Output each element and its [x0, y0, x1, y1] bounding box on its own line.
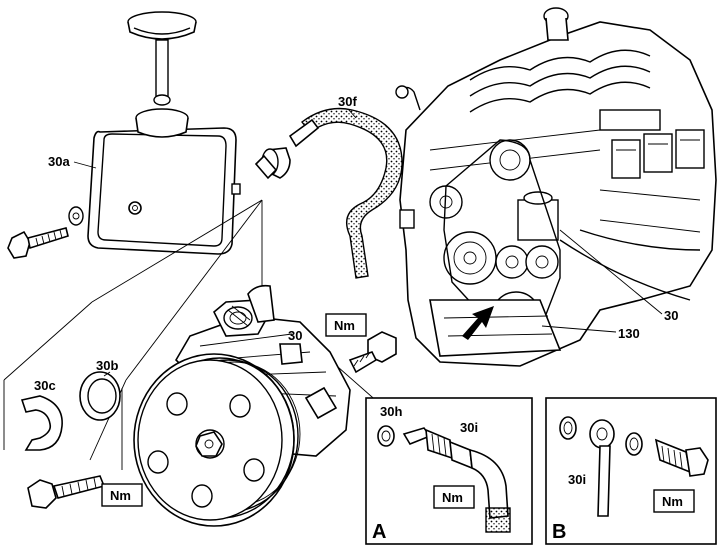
reservoir-bolt — [7, 206, 84, 259]
retaining-clip — [20, 395, 63, 451]
hose — [254, 107, 403, 279]
callout-30b: 30b — [96, 358, 118, 373]
callout-30i-b: 30i — [568, 472, 586, 487]
o-ring — [79, 371, 121, 421]
leader-30a — [73, 161, 97, 169]
callout-engine-30: 30 — [664, 308, 678, 323]
leader-30f — [347, 108, 357, 119]
callout-30h: 30h — [380, 404, 402, 419]
callout-30c: 30c — [34, 378, 56, 393]
reservoir-cap — [127, 11, 197, 106]
torque-badge-icon: Nm — [101, 483, 143, 507]
detail-panel-a — [365, 397, 533, 545]
pump-bolt — [348, 331, 397, 374]
torque-label-pump-top: Nm — [334, 318, 355, 333]
torque-badge-icon: Nm — [325, 313, 367, 337]
leader-30b — [103, 371, 111, 377]
pump-pulley — [133, 353, 301, 527]
callout-30f: 30f — [338, 94, 357, 109]
callout-30: 30 — [288, 328, 302, 343]
leader-engine-30 — [559, 229, 663, 315]
callout-130: 130 — [618, 326, 640, 341]
detail-b-letter: B — [552, 521, 566, 543]
torque-label-b: Nm — [662, 494, 683, 509]
engine-block — [395, 7, 717, 367]
reservoir-tank — [87, 108, 241, 255]
torque-label-a: Nm — [442, 490, 463, 505]
arrow-indicator-icon — [462, 306, 494, 340]
mount-bolt — [27, 475, 106, 509]
leader-engine-130 — [541, 325, 617, 333]
torque-label-mount: Nm — [110, 488, 131, 503]
detail-a-letter: A — [372, 521, 386, 543]
callout-30a: 30a — [48, 154, 70, 169]
detail-panel-b — [545, 397, 717, 545]
callout-30i-a: 30i — [460, 420, 478, 435]
